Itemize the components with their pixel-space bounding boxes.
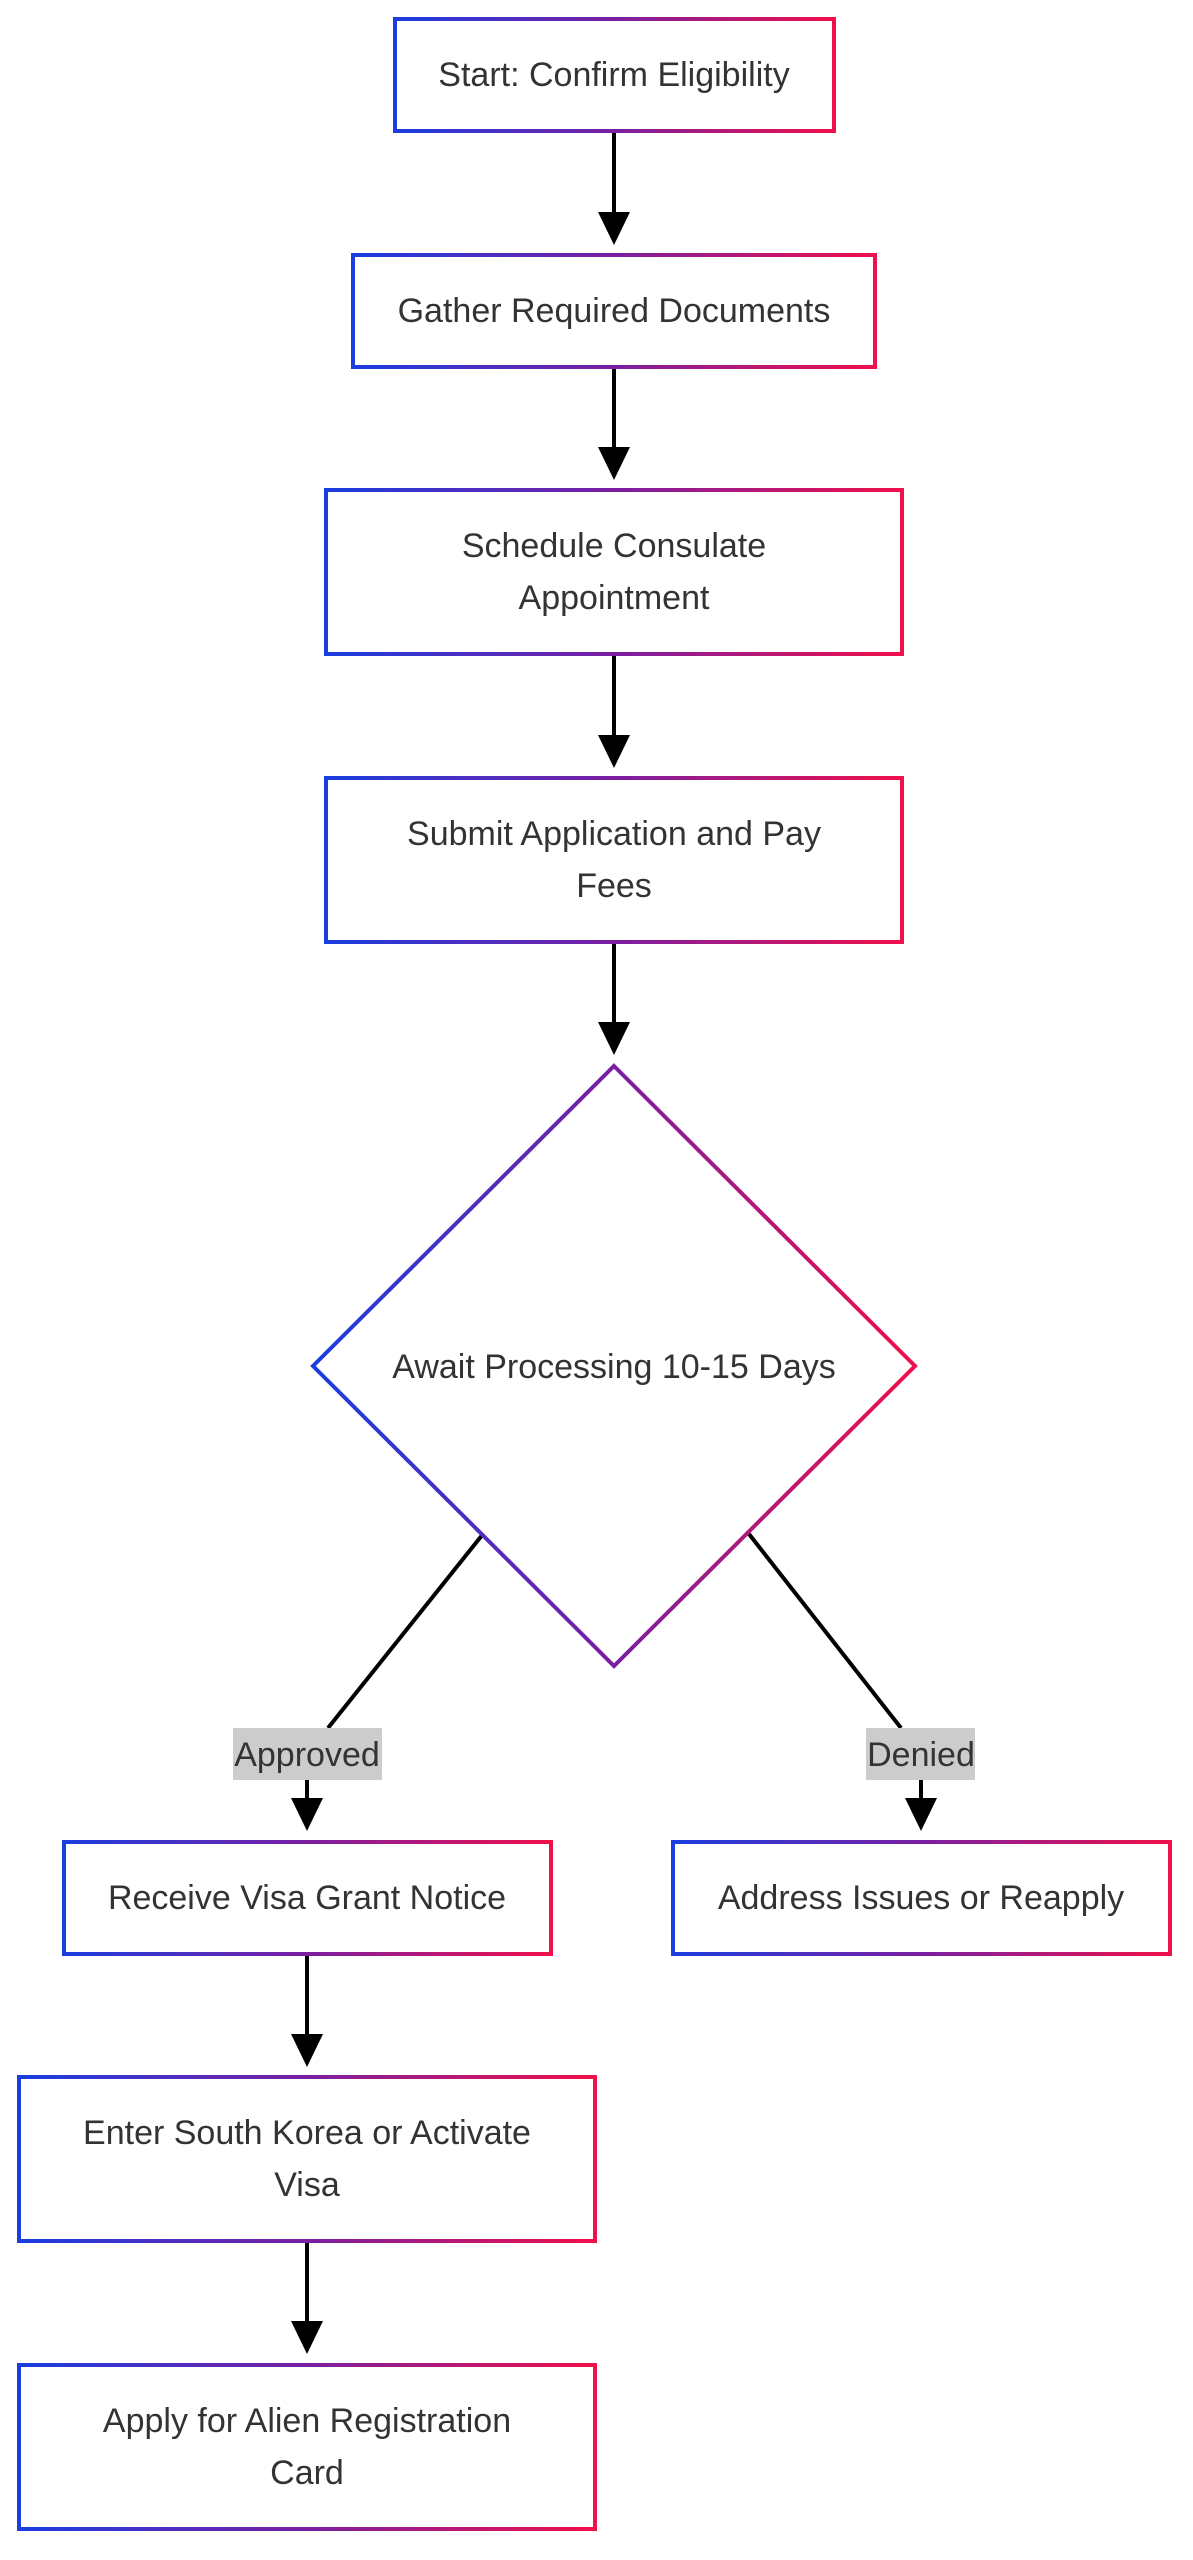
edges: [291, 132, 937, 2354]
arrowhead-apply: [291, 2321, 323, 2354]
node-schedule-appointment[interactable]: Schedule Consulate Appointment: [324, 488, 904, 656]
node-enter-south-korea-line1: Enter South Korea or Activate: [83, 2114, 531, 2152]
arrowhead-await: [598, 1022, 630, 1055]
node-receive-visa-grant[interactable]: Receive Visa Grant Notice: [62, 1840, 553, 1956]
node-start-label: Start: Confirm Eligibility: [438, 56, 789, 94]
node-address-issues[interactable]: Address Issues or Reapply: [671, 1840, 1172, 1956]
node-submit-application-line2: Fees: [576, 867, 652, 905]
arrowhead-address: [905, 1798, 937, 1831]
node-address-issues-label: Address Issues or Reapply: [718, 1879, 1124, 1917]
node-apply-alien-registration-line1: Apply for Alien Registration: [103, 2402, 511, 2440]
node-apply-alien-registration[interactable]: Apply for Alien Registration Card: [17, 2363, 597, 2531]
node-enter-south-korea[interactable]: Enter South Korea or Activate Visa: [17, 2075, 597, 2243]
node-gather-documents[interactable]: Gather Required Documents: [351, 253, 877, 369]
arrowhead-receive: [291, 1798, 323, 1831]
node-start[interactable]: Start: Confirm Eligibility: [393, 17, 836, 133]
node-gather-documents-label: Gather Required Documents: [398, 292, 831, 330]
node-schedule-appointment-line2: Appointment: [519, 579, 710, 617]
node-apply-alien-registration-line2: Card: [270, 2454, 344, 2492]
edge-label-denied-text: Denied: [867, 1736, 975, 1774]
node-await-processing[interactable]: Await Processing 10-15 Days: [310, 1063, 918, 1669]
edge-label-denied: Denied: [866, 1728, 975, 1780]
node-schedule-appointment-line1: Schedule Consulate: [462, 527, 766, 565]
node-submit-application[interactable]: Submit Application and Pay Fees: [324, 776, 904, 944]
node-receive-visa-grant-label: Receive Visa Grant Notice: [108, 1879, 506, 1917]
edge-await-to-approved: [326, 1532, 485, 1730]
arrowhead-schedule: [598, 447, 630, 480]
arrowhead-submit: [598, 735, 630, 768]
arrowhead-gather: [598, 212, 630, 245]
node-submit-application-line1: Submit Application and Pay: [407, 815, 821, 853]
node-await-processing-label: Await Processing 10-15 Days: [392, 1348, 835, 1386]
arrowhead-enter: [291, 2034, 323, 2067]
edge-label-approved: Approved: [233, 1728, 382, 1780]
edge-await-to-denied: [747, 1532, 903, 1730]
node-enter-south-korea-line2: Visa: [274, 2166, 340, 2204]
edge-label-approved-text: Approved: [234, 1736, 380, 1774]
